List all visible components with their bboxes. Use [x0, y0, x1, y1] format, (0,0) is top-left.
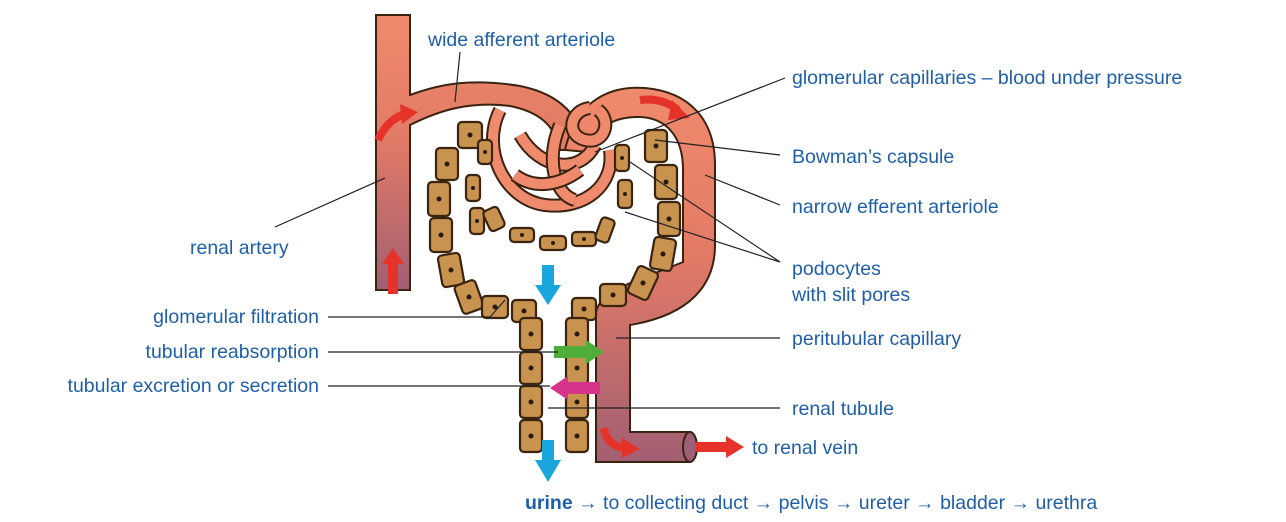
label-renal-tubule: renal tubule [792, 398, 894, 420]
label-glomerular-filtration: glomerular filtration [153, 306, 319, 328]
blue-arrow-filtration [535, 265, 561, 305]
label-to-renal-vein: to renal vein [752, 437, 858, 459]
label-urine-path: urine → to collecting duct → pelvis → ur… [525, 492, 1097, 514]
label-tubular-reabsorption: tubular reabsorption [146, 341, 319, 363]
label-renal-artery: renal artery [190, 237, 289, 259]
label-tubular-excretion: tubular excretion or secretion [68, 375, 319, 397]
label-urine: urine [525, 492, 573, 514]
label-peritubular-capillary: peritubular capillary [792, 328, 961, 350]
label-collecting-path: → to collecting duct → pelvis → ureter →… [573, 492, 1098, 514]
label-narrow-efferent-arteriole: narrow efferent arteriole [792, 196, 999, 218]
vein-end [683, 432, 697, 462]
label-podocytes: podocytes [792, 258, 881, 280]
label-slit-pores: with slit pores [791, 284, 910, 306]
label-glomerular-capillaries: glomerular capillaries – blood under pre… [792, 67, 1182, 89]
label-bowmans-capsule: Bowman’s capsule [792, 146, 954, 168]
red-arrow-to-vein [696, 436, 744, 458]
label-wide-afferent-arteriole: wide afferent arteriole [427, 29, 615, 51]
